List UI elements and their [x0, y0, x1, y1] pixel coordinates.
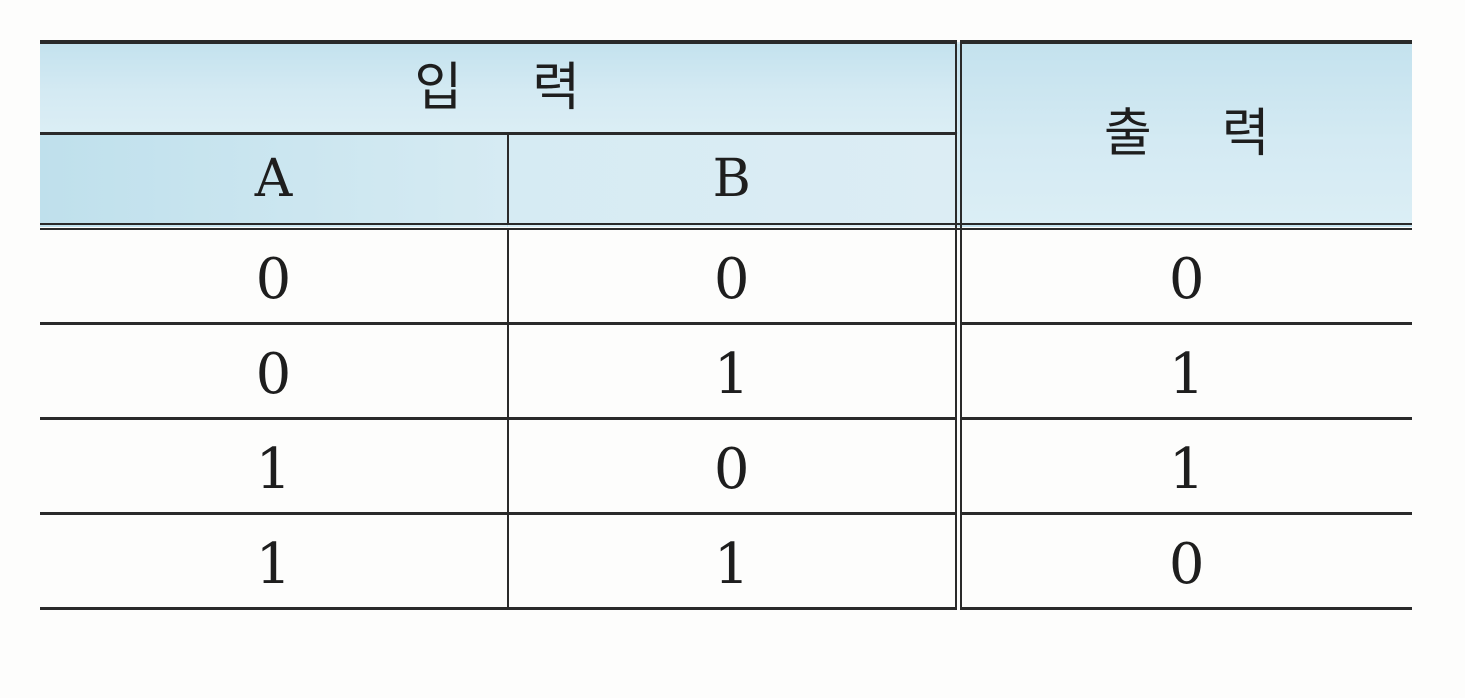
table-row: 1 1 0 [40, 513, 1412, 610]
input-group-header: 입력 [40, 40, 958, 135]
cell-a: 1 [40, 418, 509, 515]
cell-output: 0 [954, 513, 1412, 610]
cell-output-value: 0 [1168, 532, 1205, 597]
cell-b: 0 [508, 418, 958, 515]
cell-b: 0 [508, 226, 958, 325]
cell-output-value: 0 [1168, 247, 1205, 312]
cell-b-value: 0 [713, 247, 750, 312]
cell-a: 0 [40, 226, 509, 325]
table-row: 0 1 1 [40, 323, 1412, 420]
cell-b: 1 [508, 513, 958, 610]
column-header-a: A [40, 133, 509, 230]
cell-output: 1 [954, 418, 1412, 515]
cell-output-value: 1 [1168, 437, 1205, 502]
header-row-group: 입력 출력 [40, 40, 1412, 230]
table-row: 1 0 1 [40, 418, 1412, 515]
cell-output: 1 [954, 323, 1412, 420]
cell-b-value: 1 [713, 532, 750, 597]
cell-b: 1 [508, 323, 958, 420]
cell-a: 1 [40, 513, 509, 610]
header-row-columns: A B [40, 133, 1412, 230]
truth-table: 입력 출력 A B 0 0 0 0 1 1 1 0 1 [40, 40, 1412, 610]
table-row: 0 0 0 [40, 226, 1412, 325]
cell-a-value: 0 [255, 247, 292, 312]
cell-a-value: 0 [255, 342, 292, 407]
cell-output: 0 [954, 226, 1412, 325]
output-header: 출력 [954, 40, 1412, 230]
cell-a-value: 1 [255, 437, 292, 502]
cell-output-value: 1 [1168, 342, 1205, 407]
cell-b-value: 1 [713, 342, 750, 407]
cell-a-value: 1 [255, 532, 292, 597]
column-header-b: B [508, 133, 958, 230]
cell-b-value: 0 [713, 437, 750, 502]
cell-a: 0 [40, 323, 509, 420]
